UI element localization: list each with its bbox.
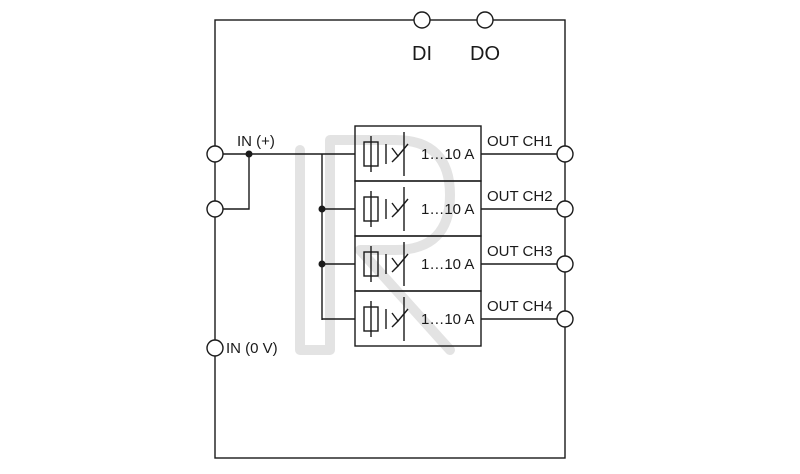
- out-ch1-label: OUT CH1: [487, 133, 553, 150]
- watermark-logo: [295, 135, 455, 355]
- in-plus-terminal: [206, 145, 224, 163]
- in-plus-label: IN (+): [237, 133, 275, 150]
- in-zero-terminal: [206, 339, 224, 357]
- module-enclosure: [214, 19, 566, 459]
- out-ch2-terminal: [556, 200, 574, 218]
- in-bridge-wire: [223, 154, 250, 210]
- contact-2-switch: [397, 198, 409, 212]
- out-ch4-terminal: [556, 310, 574, 328]
- ch2-rating: 1…10 A: [421, 201, 474, 218]
- contact-1-blade: [391, 147, 399, 163]
- contact-4-blade: [391, 312, 399, 328]
- do-terminal: [476, 11, 494, 29]
- di-terminal: [413, 11, 431, 29]
- junction-node: [245, 150, 253, 158]
- do-label: DO: [470, 43, 500, 65]
- ch1-rating: 1…10 A: [421, 146, 474, 163]
- out-ch1-terminal: [556, 145, 574, 163]
- contact-4-switch: [397, 308, 409, 322]
- out-ch3-label: OUT CH3: [487, 243, 553, 260]
- channel-block: [318, 125, 574, 347]
- contact-3-blade: [391, 257, 399, 273]
- out-ch3-terminal: [556, 255, 574, 273]
- ch4-rating: 1…10 A: [421, 311, 474, 328]
- out-ch4-label: OUT CH4: [487, 298, 553, 315]
- ch3-rating: 1…10 A: [421, 256, 474, 273]
- out-ch2-label: OUT CH2: [487, 188, 553, 205]
- contact-1-switch: [397, 143, 409, 157]
- contact-2-blade: [391, 202, 399, 218]
- in-zero-label: IN (0 V): [226, 340, 278, 357]
- contact-3-switch: [397, 253, 409, 267]
- in-plus-bridge-terminal: [206, 200, 224, 218]
- di-label: DI: [412, 43, 432, 65]
